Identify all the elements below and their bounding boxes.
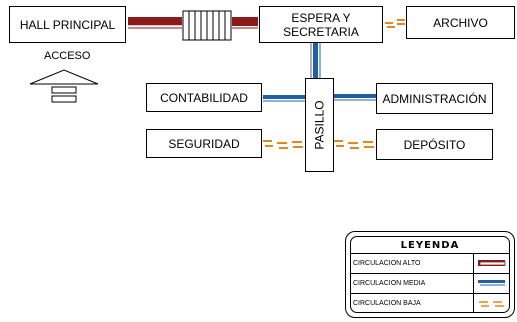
legend-symbol-media: [473, 274, 509, 293]
room-espera-secretaria: ESPERA Y SECRETARIA: [259, 6, 383, 43]
connection-stair-espera: [232, 17, 258, 29]
connection-espera-pasillo: [310, 42, 321, 78]
legend-label-media: CIRCULACION MEDIA: [353, 280, 426, 287]
room-hall-principal-label: HALL PRINCIPAL: [19, 17, 116, 32]
acceso-label: ACCESO: [44, 50, 91, 62]
legend-symbol-baja: [473, 294, 509, 312]
room-administracion-label: ADMINISTRACIÓN: [382, 91, 487, 106]
legend-symbol-alto: [473, 254, 509, 273]
connection-contabilidad-pasillo: [263, 95, 305, 102]
room-seguridad-label: SEGURIDAD: [168, 136, 240, 151]
legend-label-baja: CIRCULACION BAJA: [353, 300, 421, 307]
connection-hall-stair: [128, 17, 182, 29]
room-pasillo-label: PASILLO: [312, 100, 327, 150]
room-administracion: ADMINISTRACIÓN: [376, 83, 493, 114]
room-deposito-label: DEPÓSITO: [403, 137, 466, 152]
connection-pasillo-administracion: [334, 94, 376, 101]
room-espera-secretaria-label: ESPERA Y SECRETARIA: [283, 10, 359, 39]
legend-row-alto: CIRCULACION ALTO: [351, 254, 509, 274]
connection-pasillo-deposito: [334, 140, 374, 149]
legend-table: LEYENDA CIRCULACION ALTO CIRCULACION MED…: [350, 236, 510, 313]
legend: LEYENDA CIRCULACION ALTO CIRCULACION MED…: [345, 231, 515, 318]
legend-row-baja: CIRCULACION BAJA: [351, 294, 509, 312]
room-pasillo: PASILLO: [305, 78, 334, 172]
connection-espera-archivo: [385, 19, 405, 28]
legend-title: LEYENDA: [351, 237, 509, 254]
room-contabilidad-label: CONTABILIDAD: [160, 90, 248, 105]
room-seguridad: SEGURIDAD: [146, 129, 262, 158]
legend-row-media: CIRCULACION MEDIA: [351, 274, 509, 294]
connection-seguridad-pasillo: [263, 140, 303, 149]
room-hall-principal: HALL PRINCIPAL: [9, 6, 126, 43]
room-deposito: DEPÓSITO: [376, 129, 493, 160]
room-archivo: ARCHIVO: [406, 6, 515, 39]
access-arrow-icon: [29, 69, 99, 103]
legend-label-alto: CIRCULACION ALTO: [353, 260, 421, 267]
room-archivo-label: ARCHIVO: [433, 15, 488, 30]
room-contabilidad: CONTABILIDAD: [146, 83, 262, 112]
stair-icon: [182, 10, 232, 41]
